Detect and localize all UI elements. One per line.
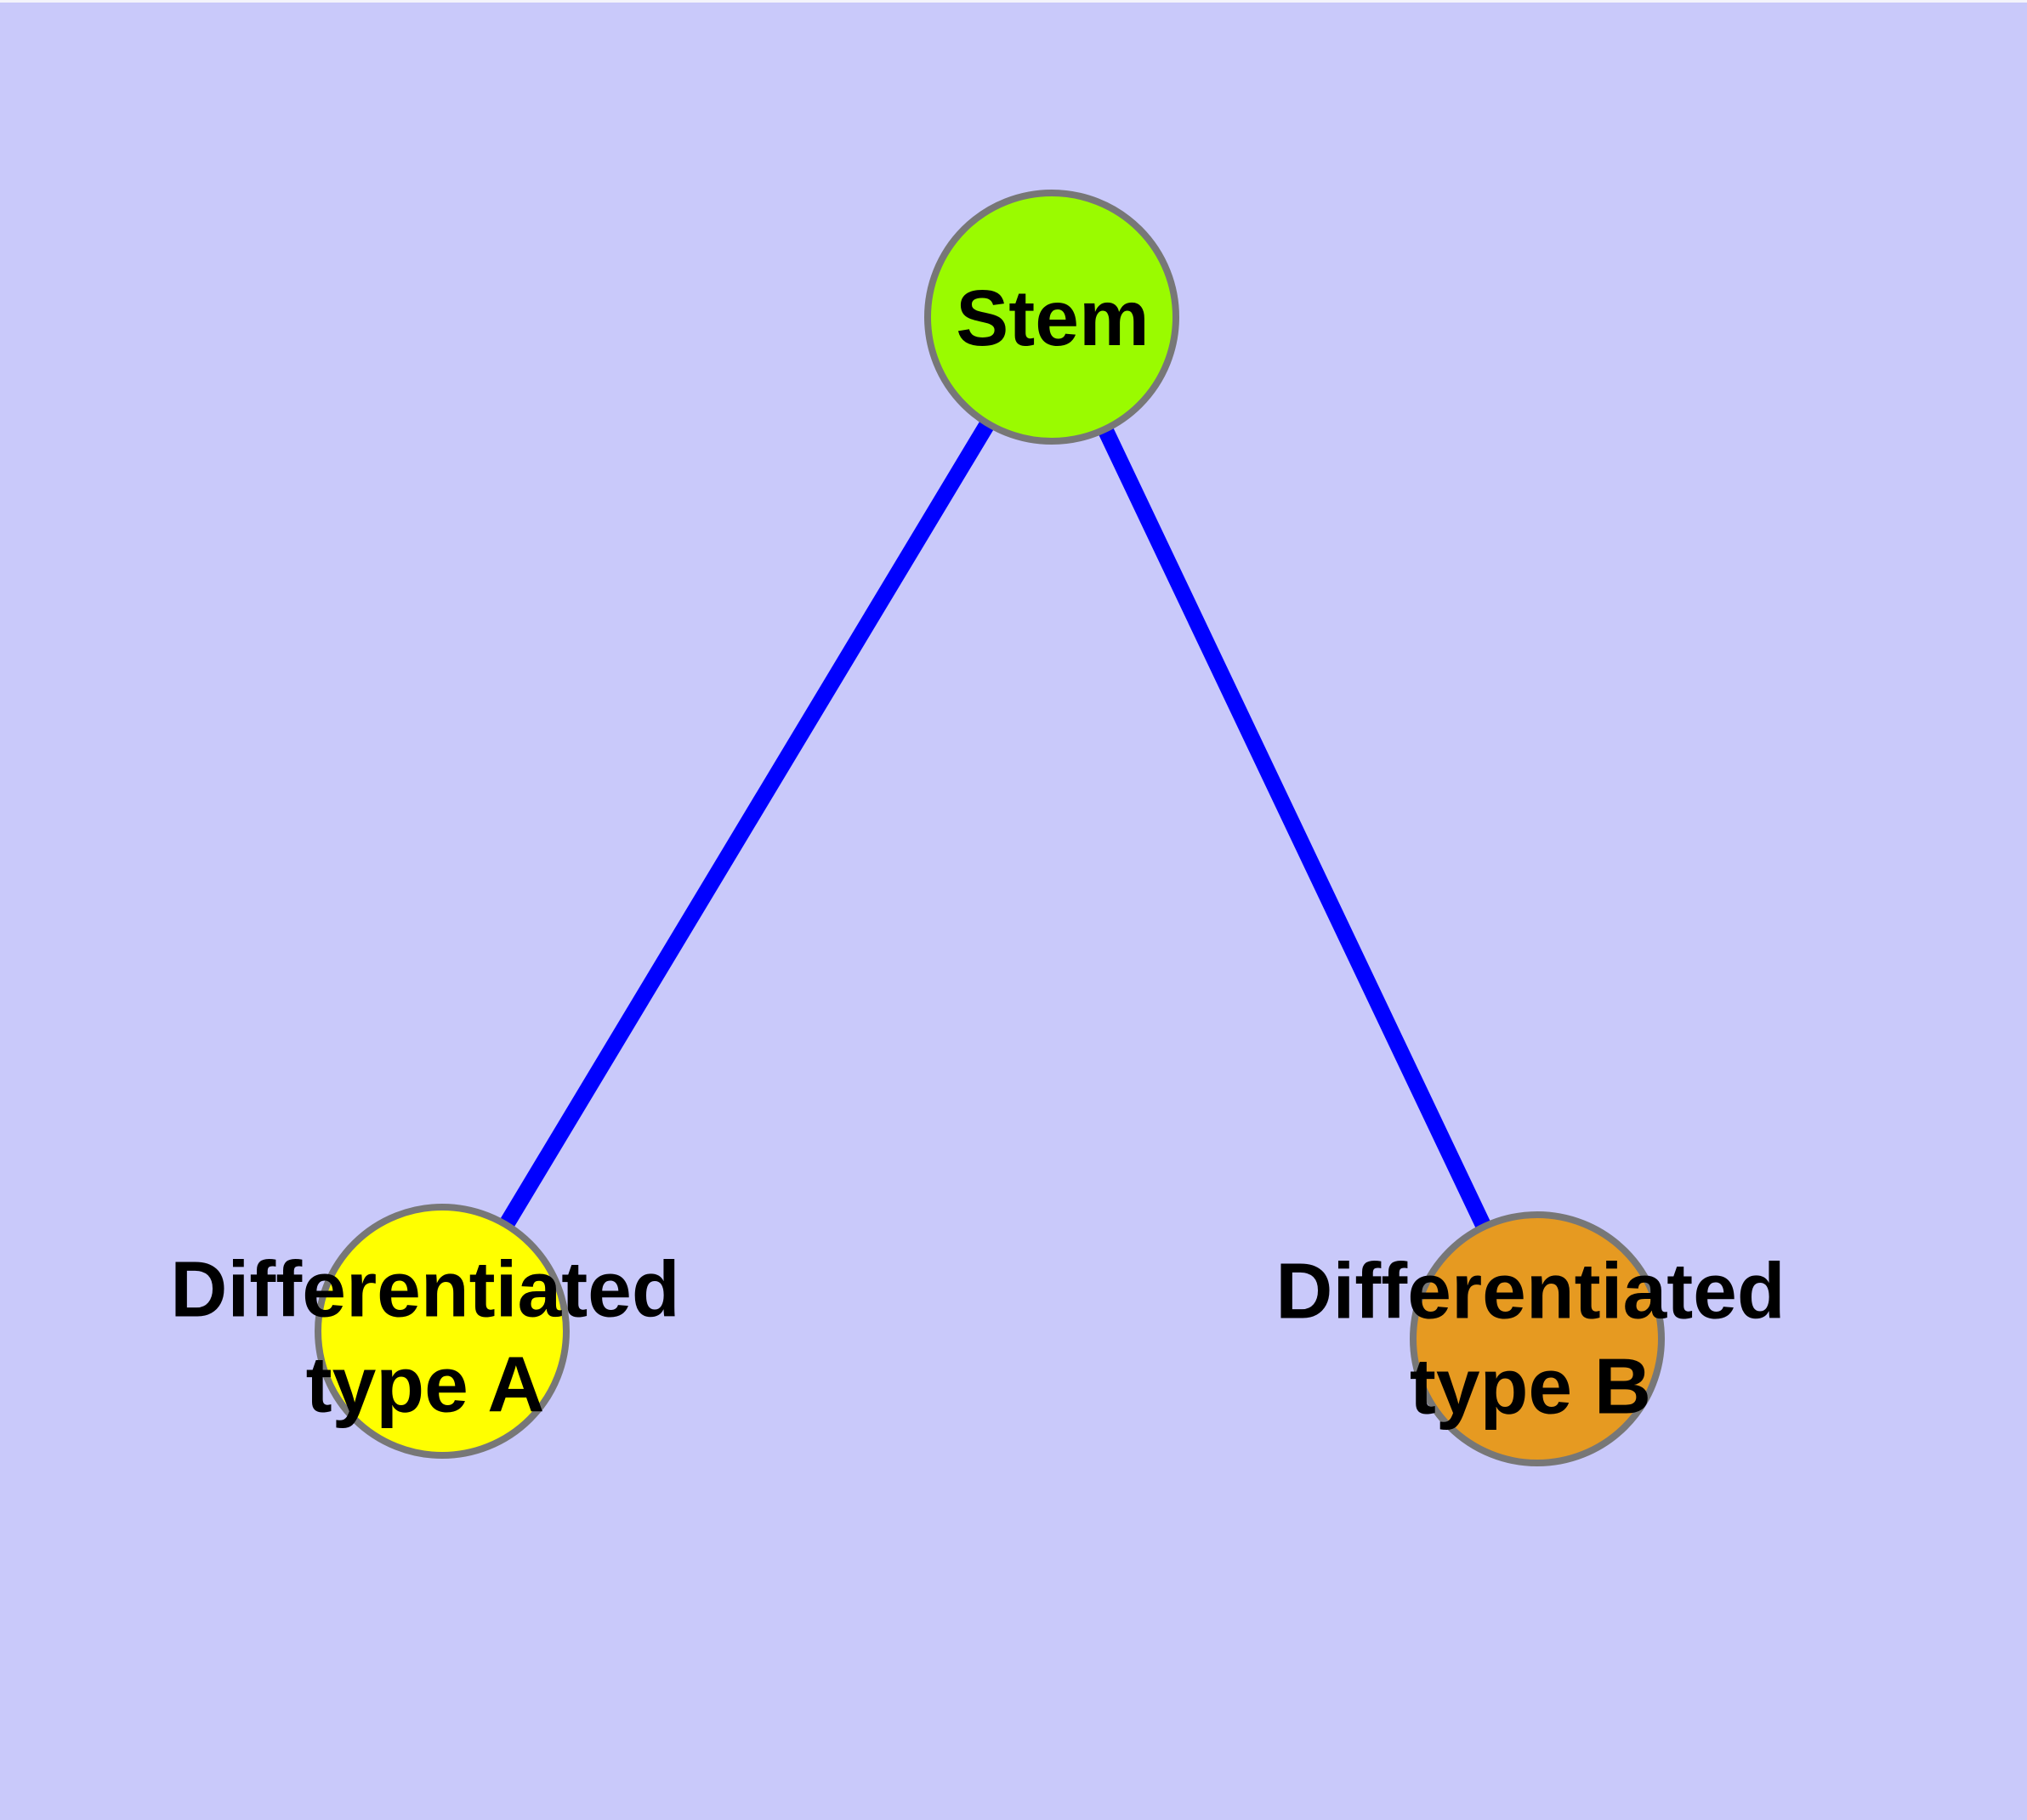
node-differentiated-type-b-circle <box>1410 1211 1665 1466</box>
node-stem-label: Stem <box>956 274 1150 363</box>
node-differentiated-type-b-label: Differentiated type B <box>1275 1246 1786 1430</box>
node-differentiated-type-a-label: Differentiated type A <box>170 1245 680 1428</box>
edge-stem-to-type-a <box>434 313 1059 1335</box>
edges-layer <box>434 313 1545 1343</box>
edge-stem-to-type-b <box>1044 313 1545 1343</box>
node-stem-circle <box>924 190 1179 445</box>
node-differentiated-type-a-circle <box>315 1204 570 1459</box>
